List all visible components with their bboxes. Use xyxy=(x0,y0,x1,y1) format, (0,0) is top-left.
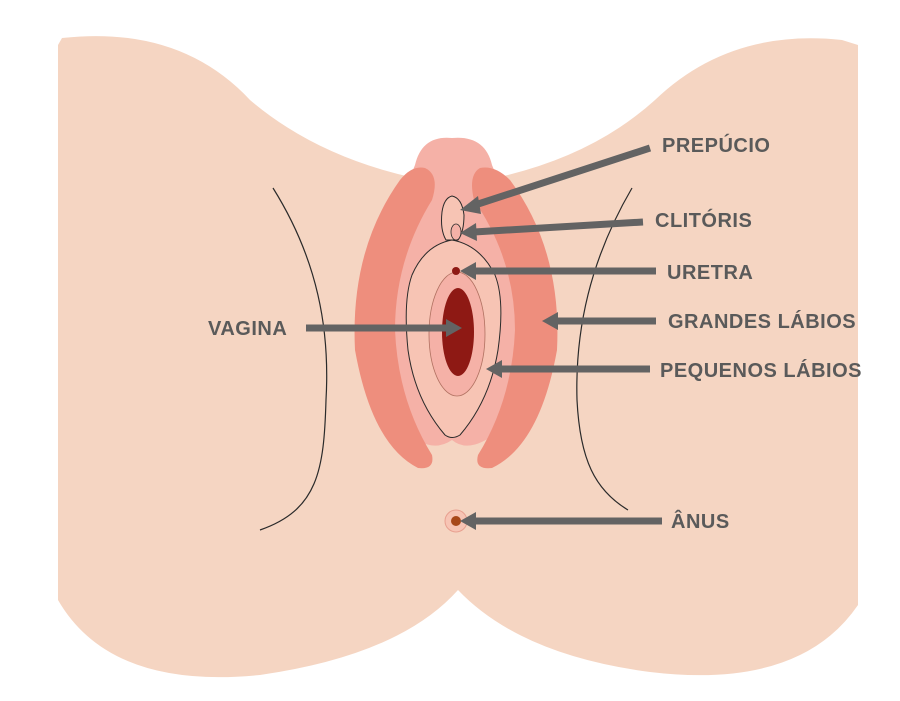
anus xyxy=(451,516,461,526)
arrow-anus xyxy=(460,512,662,530)
arrow-grandes-labios xyxy=(542,312,656,330)
arrow-vagina xyxy=(306,319,462,337)
label-clitoris: CLITÓRIS xyxy=(655,208,752,232)
arrow-pequenos-labios xyxy=(486,360,650,378)
label-grandes-labios: GRANDES LÁBIOS xyxy=(668,310,856,333)
label-anus: ÂNUS xyxy=(671,509,730,533)
label-pequenos-labios: PEQUENOS LÁBIOS xyxy=(660,359,862,382)
arrow-clitoris xyxy=(460,218,644,241)
left-thigh-line xyxy=(259,187,328,531)
urethra xyxy=(452,267,460,275)
vaginal-opening xyxy=(442,288,474,376)
labia-majora-left xyxy=(354,167,435,469)
arrow-prepucio xyxy=(460,144,652,214)
right-thigh-line xyxy=(576,187,633,511)
label-vagina: VAGINA xyxy=(208,318,287,340)
labia-majora-right xyxy=(472,167,558,469)
clitoris xyxy=(450,223,462,241)
label-prepucio: PREPÚCIO xyxy=(662,133,770,157)
label-uretra: URETRA xyxy=(667,262,753,284)
arrow-uretra xyxy=(460,262,656,280)
